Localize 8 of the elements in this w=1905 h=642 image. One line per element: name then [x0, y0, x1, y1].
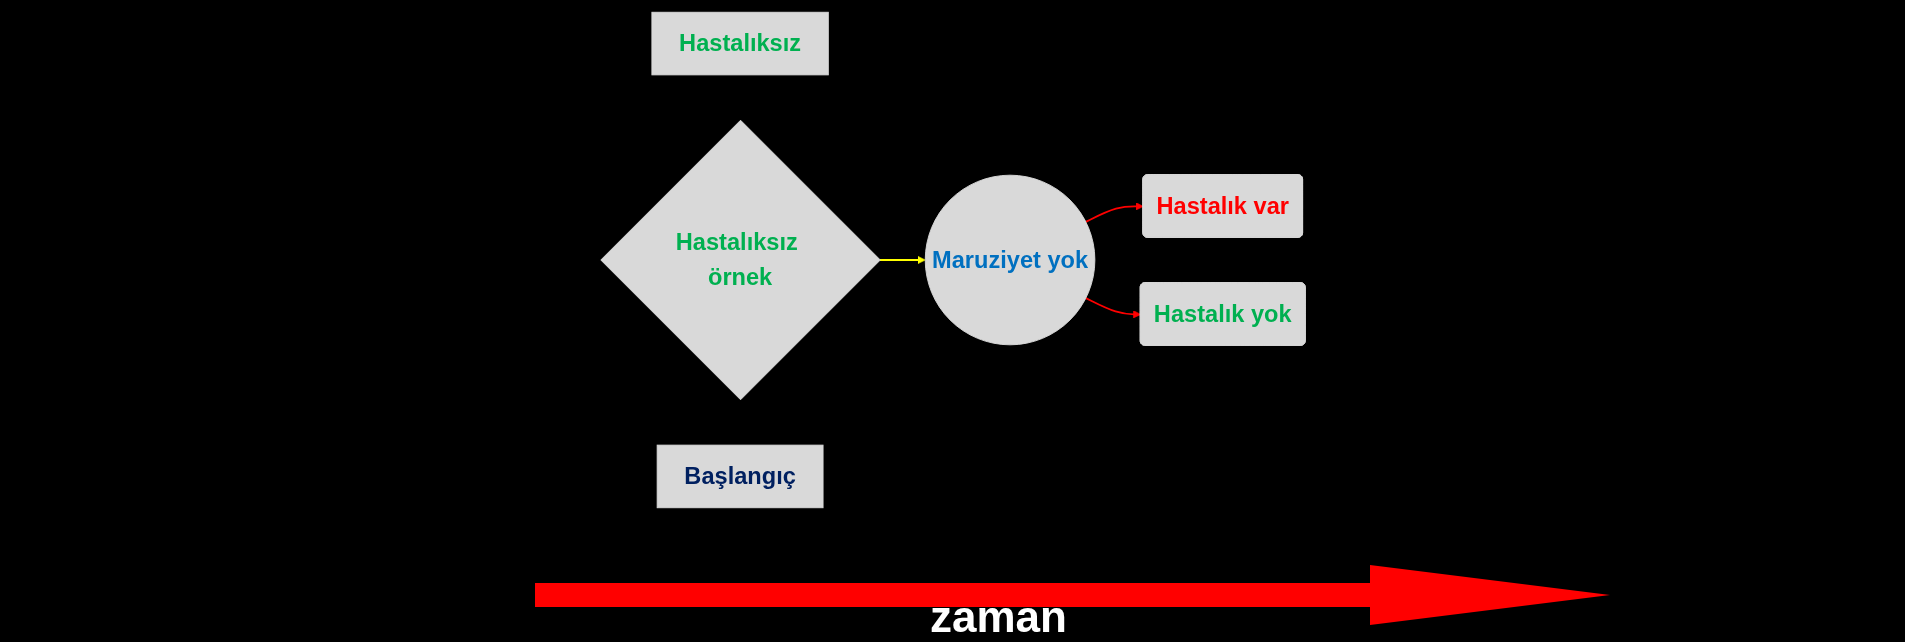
time-label: zaman — [930, 595, 1067, 639]
node-circle: Maruziyet yok — [924, 174, 1095, 346]
node-box: Başlangıç — [656, 444, 823, 509]
arrow — [878, 256, 926, 264]
arrow — [1084, 297, 1141, 319]
arrow — [1084, 202, 1144, 223]
node-box: Hastalıksız — [650, 11, 829, 76]
node-diamond: Hastalıksız örnek — [599, 119, 881, 401]
